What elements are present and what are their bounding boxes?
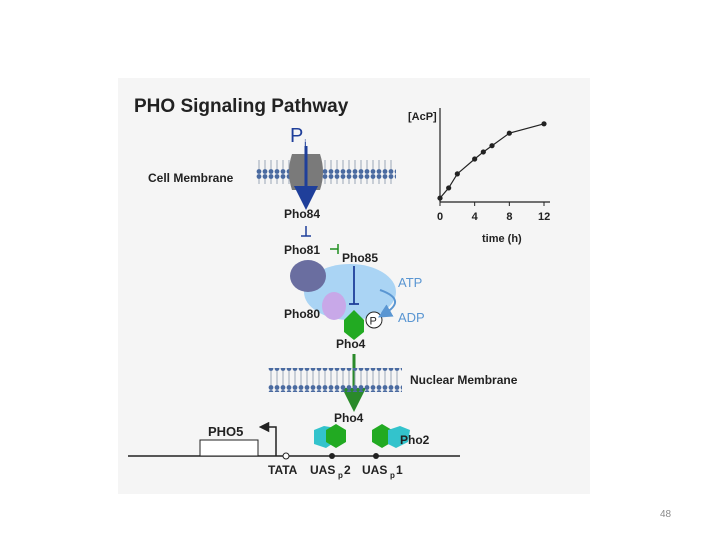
chart-data-point [489,143,494,148]
transcription-arrow [264,427,276,456]
pho84-label: Pho84 [284,207,320,221]
pho80-label: Pho80 [284,307,320,321]
pho81-blob [290,260,326,292]
cell-membrane-label: Cell Membrane [148,171,234,185]
uas1-label: UAS [362,463,387,477]
pho81-label: Pho81 [284,243,320,257]
tata-marker [283,453,289,459]
pho2-label: Pho2 [400,433,430,447]
chart-data-point [481,149,486,154]
chart-data-point [446,185,451,190]
chart-x-tick-label: 8 [506,211,512,223]
uas2-marker [329,453,335,459]
uas2-label: UAS [310,463,335,477]
page-number: 48 [660,509,671,520]
chart-y-label: [AcP] [408,111,437,123]
pho85-label: Pho85 [342,251,378,265]
uas2-number: 2 [344,463,351,477]
uas1-number: 1 [396,463,403,477]
chart-data-point [455,171,460,176]
chart-x-label: time (h) [482,233,522,245]
nuclear-membrane-label: Nuclear Membrane [410,373,518,387]
chart-data-point [541,121,546,126]
pathway-diagram: PHO Signaling Pathway P i Cell Membrane … [118,78,590,494]
chart-series-line [440,124,544,198]
phosphate-symbol: P [370,316,377,328]
chart-x-tick-label: 4 [472,211,479,223]
chart-data-point [437,195,442,200]
acp-time-chart: [AcP] 0 4 8 12 time (h) [408,108,550,245]
tata-label: TATA [268,463,298,477]
adp-label: ADP [398,310,425,325]
pho-pathway-figure: PHO Signaling Pathway P i Cell Membrane … [118,78,590,494]
uas1-marker [373,453,379,459]
chart-x-tick-label: 0 [437,211,443,223]
pho4-nucleus-label: Pho4 [334,411,364,425]
pho80-blob [322,292,346,320]
pho5-label: PHO5 [208,424,243,439]
chart-data-point [472,156,477,161]
pho5-gene-box [200,440,258,456]
pi-label: P [290,125,303,147]
cell-membrane-bilayer [256,160,396,184]
uas1-subscript: p [390,471,395,480]
diagram-title: PHO Signaling Pathway [134,96,349,117]
nuclear-membrane-bilayer [268,368,402,392]
atp-label: ATP [398,275,422,290]
pho4-cytoplasm-label: Pho4 [336,337,366,351]
chart-x-tick-label: 12 [538,211,550,223]
uas2-subscript: p [338,471,343,480]
chart-data-point [507,131,512,136]
